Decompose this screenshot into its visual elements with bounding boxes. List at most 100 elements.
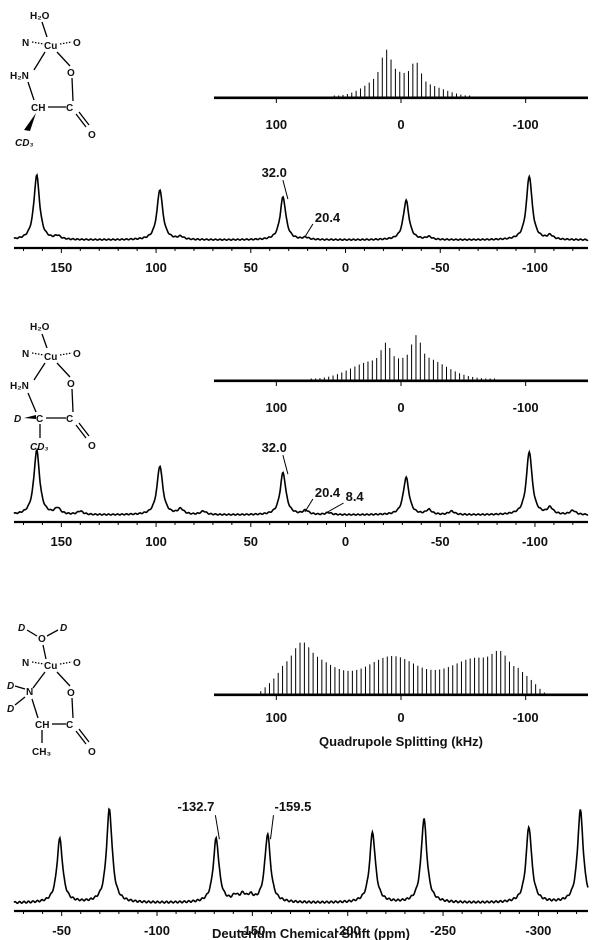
structure-1-ch: CH bbox=[31, 103, 45, 114]
x-tick-label: -100 bbox=[522, 260, 548, 275]
bond bbox=[78, 728, 90, 743]
bond bbox=[56, 671, 71, 687]
spectrum-trace bbox=[13, 173, 589, 242]
x-tick-label: 50 bbox=[244, 260, 258, 275]
bond bbox=[33, 51, 46, 71]
bond bbox=[46, 629, 59, 637]
bond bbox=[27, 81, 35, 101]
structure-1-amine: H₂N bbox=[10, 71, 29, 82]
structure-3-metal: Cu bbox=[44, 661, 57, 672]
annotation-leader bbox=[304, 223, 314, 238]
x-axis-title: Quadrupole Splitting (kHz) bbox=[319, 734, 483, 749]
x-tick-label: 0 bbox=[397, 117, 404, 132]
x-tick-label: -300 bbox=[525, 923, 551, 938]
x-tick-label: -100 bbox=[513, 400, 539, 415]
x-tick-label: 150 bbox=[51, 534, 73, 549]
structure-3: D O D N Cu O D N O D CH C O CH₃ bbox=[7, 623, 96, 758]
structure-2-amine: H₂N bbox=[10, 381, 29, 392]
x-tick-label: -50 bbox=[431, 534, 450, 549]
bond bbox=[26, 629, 38, 637]
structure-2-ring-o: O bbox=[67, 379, 75, 390]
x-tick-label: 50 bbox=[244, 534, 258, 549]
structure-2-ch: C bbox=[36, 414, 43, 425]
structure-1: H₂O N Cu O H₂N O CH C O CD₃ bbox=[10, 11, 96, 149]
bond bbox=[41, 21, 48, 38]
x-tick-label: -200 bbox=[335, 923, 361, 938]
peak-annotation: 32.0 bbox=[262, 440, 287, 455]
x-tick-label: -250 bbox=[430, 923, 456, 938]
x-tick-label: 0 bbox=[397, 710, 404, 725]
bond bbox=[31, 41, 45, 45]
spectrum-trace bbox=[13, 447, 589, 516]
x-axis-title: Deuterium Chemical Shift (ppm) bbox=[212, 926, 410, 940]
x-tick-label: 100 bbox=[145, 534, 167, 549]
bond bbox=[75, 424, 87, 439]
structure-3-ch: CH bbox=[35, 720, 49, 731]
peak-annotation: 8.4 bbox=[346, 489, 365, 504]
structure-2-methyl: CD₃ bbox=[30, 442, 48, 453]
bond bbox=[27, 392, 37, 413]
structure-1-right-ligand: O bbox=[73, 38, 81, 49]
bond bbox=[78, 111, 90, 126]
bond bbox=[75, 730, 87, 745]
structure-2: H₂O N Cu O H₂N O D C C O CD₃ bbox=[10, 322, 96, 453]
bond bbox=[59, 661, 73, 665]
annotation-leader bbox=[282, 180, 289, 200]
bond bbox=[56, 51, 71, 67]
structure-3-d1: D bbox=[18, 623, 25, 634]
structure-1-top-ligand: H₂O bbox=[30, 11, 50, 22]
structure-3-d4: D bbox=[7, 704, 14, 715]
bond bbox=[71, 697, 74, 719]
annotation-leader bbox=[214, 815, 220, 840]
structure-2-right-ligand: O bbox=[73, 349, 81, 360]
mas-spectrum-3: -132.7 -159.5 -50 -100 -150 -200 -250 -300 Deute… bbox=[13, 799, 589, 940]
bond bbox=[59, 41, 73, 45]
wedge-bond bbox=[24, 415, 36, 419]
bond bbox=[33, 362, 46, 381]
peak-annotation: 20.4 bbox=[315, 210, 341, 225]
x-tick-label: 0 bbox=[342, 260, 349, 275]
x-tick-label: -50 bbox=[52, 923, 71, 938]
structure-3-left-ligand: N bbox=[22, 658, 29, 669]
structure-3-methyl: CH₃ bbox=[32, 747, 51, 758]
structure-3-ring-o: O bbox=[67, 688, 75, 699]
structure-3-carbon: C bbox=[66, 720, 73, 731]
bond bbox=[14, 685, 26, 690]
structure-1-ring-o: O bbox=[67, 68, 75, 79]
x-tick-label: 100 bbox=[265, 710, 287, 725]
peak-annotation: 32.0 bbox=[262, 165, 287, 180]
x-tick-label: -150 bbox=[239, 923, 265, 938]
annotation-leader bbox=[282, 455, 289, 475]
structure-1-methyl: CD₃ bbox=[15, 138, 33, 149]
bond bbox=[32, 671, 46, 689]
x-tick-label: -100 bbox=[144, 923, 170, 938]
peak-annotation: -132.7 bbox=[178, 799, 215, 814]
wedge-bond bbox=[24, 113, 36, 131]
x-tick-label: -100 bbox=[522, 534, 548, 549]
bond bbox=[75, 113, 87, 128]
annotation-leader bbox=[304, 498, 314, 513]
spectrum-trace bbox=[13, 807, 589, 905]
x-tick-label: -50 bbox=[431, 260, 450, 275]
bond bbox=[14, 696, 26, 706]
structure-1-metal: Cu bbox=[44, 41, 57, 52]
bond bbox=[59, 352, 73, 356]
peak-annotation: -159.5 bbox=[274, 799, 311, 814]
bond bbox=[56, 362, 71, 378]
structure-2-left-ligand: N bbox=[22, 349, 29, 360]
x-tick-label: 150 bbox=[51, 260, 73, 275]
structure-2-carbon: C bbox=[66, 414, 73, 425]
structure-2-metal: Cu bbox=[44, 352, 57, 363]
bond bbox=[41, 333, 48, 349]
bond bbox=[78, 422, 90, 437]
structure-1-left-ligand: N bbox=[22, 38, 29, 49]
x-tick-label: -100 bbox=[513, 117, 539, 132]
structure-3-n: N bbox=[26, 687, 33, 698]
annotation-leader bbox=[327, 502, 344, 513]
